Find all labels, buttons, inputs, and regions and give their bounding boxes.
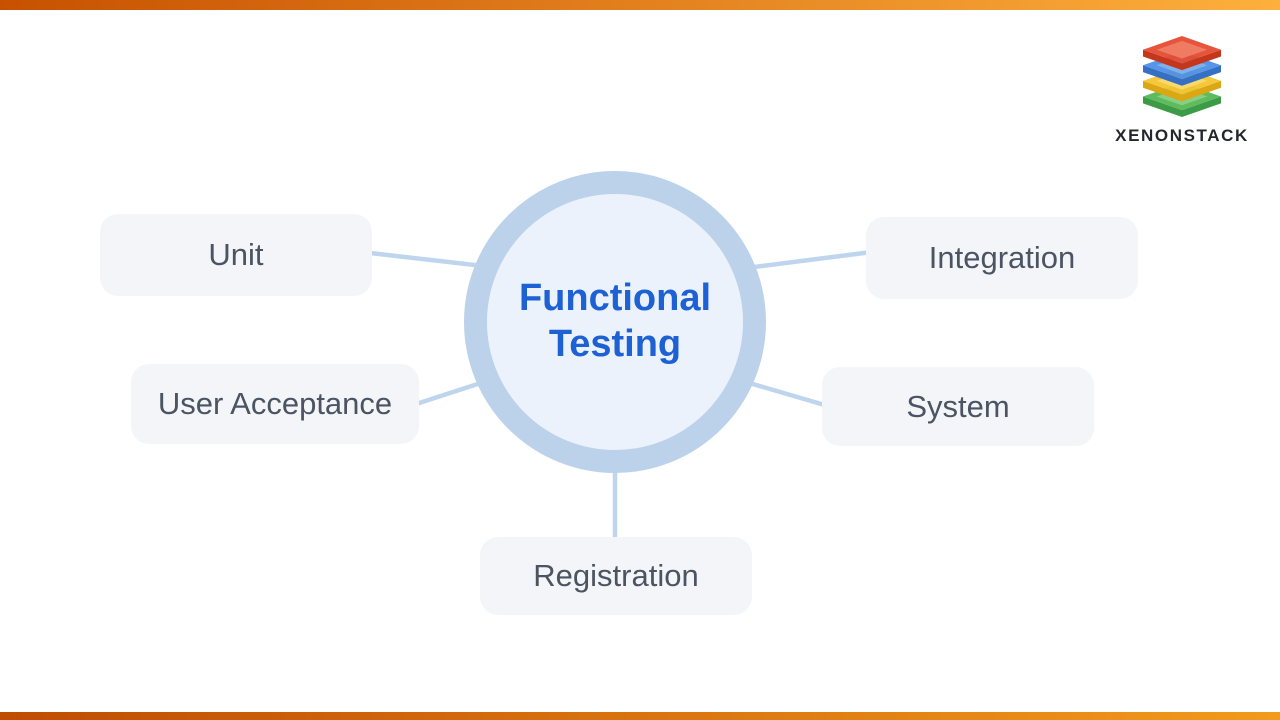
bottom-accent-bar xyxy=(0,712,1280,720)
top-accent-bar xyxy=(0,0,1280,10)
node-integration: Integration xyxy=(866,217,1138,299)
connector-unit xyxy=(367,250,495,270)
node-system-label: System xyxy=(906,388,1010,424)
connector-system xyxy=(743,379,831,409)
center-node: Functional Testing xyxy=(464,171,766,473)
node-registration: Registration xyxy=(480,537,752,615)
xenonstack-stack-icon xyxy=(1143,36,1221,117)
node-user-acceptance-label: User Acceptance xyxy=(157,386,393,421)
connector-user-acceptance xyxy=(410,378,490,408)
node-integration-label: Integration xyxy=(928,240,1076,275)
node-unit-label: Unit xyxy=(208,237,264,272)
node-system: System xyxy=(822,367,1094,446)
node-unit: Unit xyxy=(100,214,372,296)
brand-logo: XENONSTACK xyxy=(1112,35,1252,146)
brand-name: XENONSTACK xyxy=(1115,126,1249,145)
node-user-acceptance: User Acceptance xyxy=(131,364,419,444)
connector-integration xyxy=(743,249,875,271)
center-node-label: Functional Testing xyxy=(518,277,712,365)
node-registration-label: Registration xyxy=(533,558,699,593)
